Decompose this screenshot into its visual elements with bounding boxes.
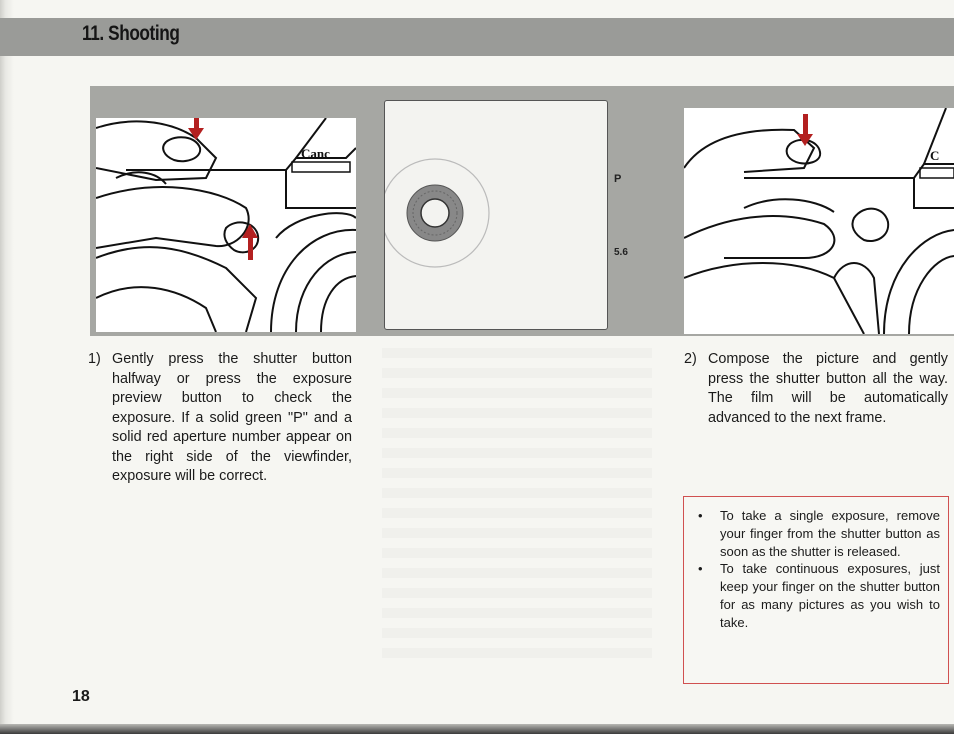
camera-brand-text-left: Canc bbox=[301, 146, 330, 161]
illustration-half-press: Canc bbox=[96, 118, 356, 332]
step-1-text: Gently press the shutter button halfway … bbox=[112, 351, 352, 484]
viewfinder-illustration bbox=[384, 100, 608, 330]
note-list: • To take a single exposure, remove your… bbox=[684, 497, 948, 632]
note-text: To take a single exposure, remove your f… bbox=[720, 508, 940, 559]
step-2-number: 2) bbox=[684, 351, 697, 367]
viewfinder-p-indicator: P bbox=[614, 173, 622, 185]
page-edge bbox=[0, 0, 14, 734]
viewfinder-drawing bbox=[385, 158, 490, 268]
camera-brand-text-right: C bbox=[930, 148, 939, 163]
camera-hand-drawing-right: C bbox=[684, 108, 954, 334]
bullet-icon: • bbox=[698, 508, 703, 523]
page-title: 11. Shooting bbox=[82, 22, 180, 45]
header-band bbox=[0, 18, 954, 56]
note-box: • To take a single exposure, remove your… bbox=[683, 496, 949, 684]
step-2-text: Compose the picture and gently press the… bbox=[708, 351, 948, 426]
step-1: 1) Gently press the shutter button halfw… bbox=[88, 350, 352, 487]
step-1-number: 1) bbox=[88, 351, 101, 367]
step-2: 2) Compose the picture and gently press … bbox=[684, 350, 948, 428]
bleed-through-text bbox=[382, 348, 652, 668]
page-number: 18 bbox=[72, 688, 90, 705]
bottom-edge bbox=[0, 724, 954, 734]
note-item: • To take continuous exposures, just kee… bbox=[698, 560, 940, 631]
bullet-icon: • bbox=[698, 561, 703, 577]
camera-hand-drawing-left: Canc bbox=[96, 118, 356, 332]
note-text: To take continuous exposures, just keep … bbox=[720, 561, 940, 630]
viewfinder-aperture-value: 5.6 bbox=[614, 247, 628, 258]
illustration-full-press: C bbox=[684, 108, 954, 334]
note-item: • To take a single exposure, remove your… bbox=[698, 507, 940, 560]
